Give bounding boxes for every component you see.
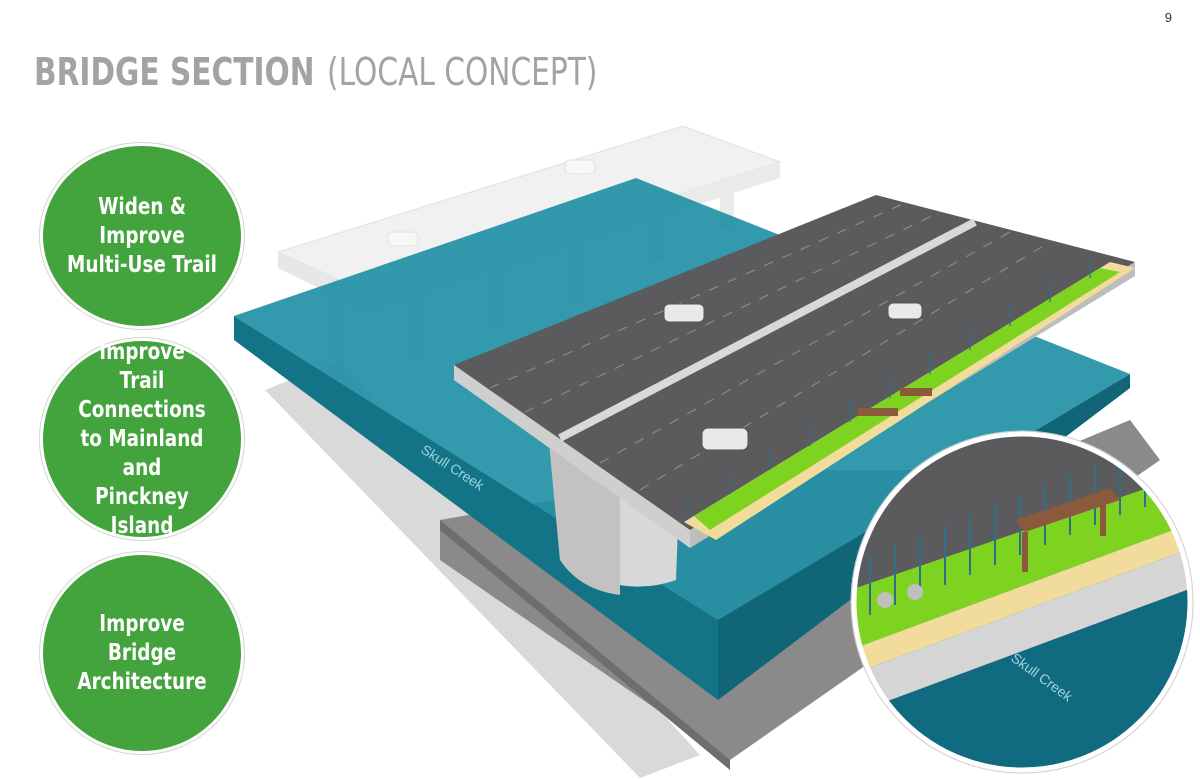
page-number: 9 <box>1164 10 1172 25</box>
pergola <box>1015 488 1120 572</box>
goal-trail-connections: Improve Trail Connections to Mainland an… <box>40 338 244 540</box>
title-sub: (LOCAL CONCEPT) <box>327 50 598 94</box>
new-bridge-deck <box>454 195 1135 548</box>
title-main: BRIDGE SECTION <box>34 50 315 94</box>
car <box>387 231 419 247</box>
goal-trail-connections-label: Improve Trail Connections to Mainland an… <box>78 338 206 539</box>
page-title: BRIDGE SECTION (LOCAL CONCEPT) <box>34 50 597 94</box>
car <box>701 427 749 451</box>
pergola <box>858 388 932 416</box>
cyclist <box>877 584 923 608</box>
goal-bridge-architecture-label: Improve Bridge Architecture <box>77 610 207 695</box>
goal-bridge-architecture: Improve Bridge Architecture <box>40 552 244 754</box>
car <box>887 302 923 320</box>
goal-widen-trail: Widen & Improve Multi-Use Trail <box>40 143 244 329</box>
car <box>663 303 705 323</box>
railing <box>687 258 1091 518</box>
car <box>564 159 596 175</box>
trail-detail-inset: Skull Creek <box>850 430 1194 774</box>
goal-widen-trail-label: Widen & Improve Multi-Use Trail <box>67 193 217 278</box>
